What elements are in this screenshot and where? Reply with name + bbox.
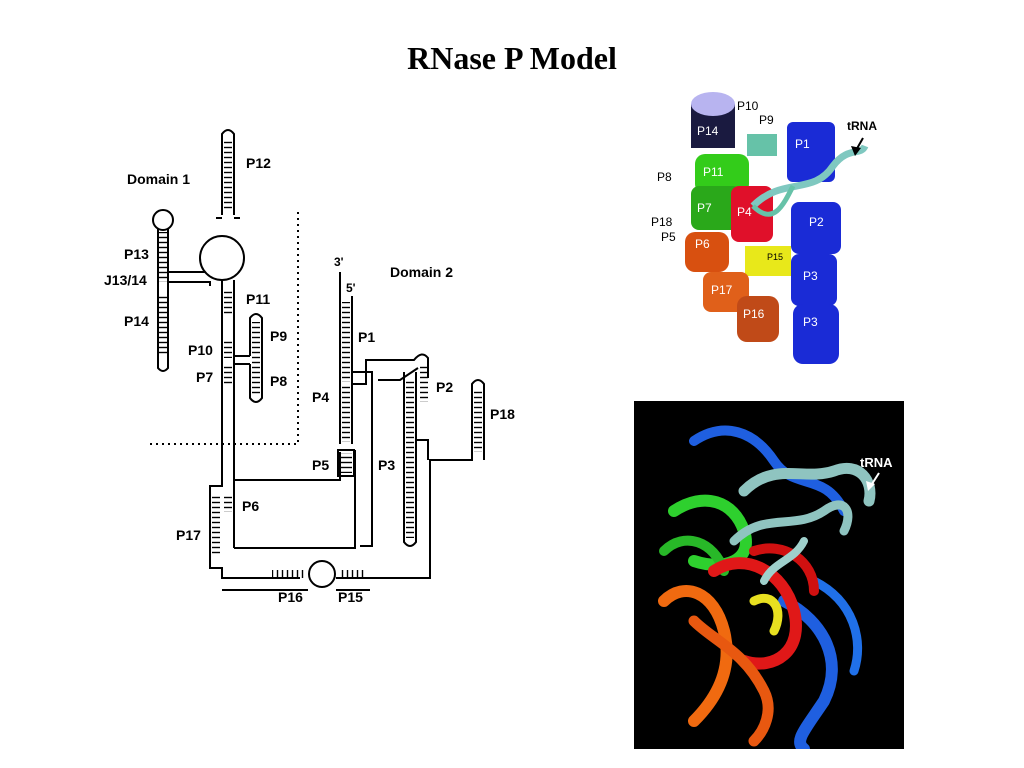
helix-p16-cylinder [737, 296, 779, 342]
helix-p3b-cylinder [793, 304, 839, 364]
cyl-label-p5: P5 [661, 230, 676, 244]
label-p15: P15 [338, 589, 363, 605]
label-p10: P10 [188, 342, 213, 358]
cyl-label-p18: P18 [651, 215, 673, 229]
label-p8: P8 [270, 373, 287, 389]
label-p4: P4 [312, 389, 329, 405]
cyl-label-p3a: P3 [803, 269, 818, 283]
helix-p15-cylinder [745, 246, 791, 276]
label-p17: P17 [176, 527, 201, 543]
helix-p17-cylinder [703, 272, 749, 312]
ribbon-label-trna: tRNA [860, 455, 893, 470]
label-domain2: Domain 2 [390, 264, 453, 280]
cyl-label-p4: P4 [737, 205, 752, 219]
helix-p11-cylinder [695, 154, 749, 194]
slide-title: RNase P Model [407, 40, 617, 76]
label-p14: P14 [124, 313, 149, 329]
label-p5: P5 [312, 457, 329, 473]
label-p7: P7 [196, 369, 213, 385]
cyl-label-p8: P8 [657, 170, 672, 184]
label-p6: P6 [242, 498, 259, 514]
label-p9: P9 [270, 328, 287, 344]
cyl-label-p1: P1 [795, 137, 810, 151]
label-p13: P13 [124, 246, 149, 262]
label-p11: P11 [246, 291, 270, 307]
cyl-label-p2: P2 [809, 215, 824, 229]
label-j13-14: J13/14 [104, 272, 147, 288]
helix-p2-cylinder [791, 202, 841, 254]
cyl-label-p6: P6 [695, 237, 710, 251]
domain-boundary [150, 212, 299, 445]
helix-p7-cylinder [691, 186, 741, 230]
ribbon-model-image: tRNA [634, 401, 904, 749]
cyl-label-p14: P14 [697, 124, 719, 138]
label-p16: P16 [278, 589, 303, 605]
cyl-label-p10: P10 [737, 99, 759, 113]
helix-p6-cylinder [685, 232, 729, 272]
cyl-label-p17: P17 [711, 283, 733, 297]
label-3-prime: 3' [334, 255, 344, 269]
cyl-label-p11: P11 [703, 165, 724, 179]
helix-p9-cylinder [747, 134, 777, 156]
label-p1: P1 [358, 329, 375, 345]
cyl-label-p9: P9 [759, 113, 774, 127]
label-p18: P18 [490, 406, 515, 422]
helix-p14-cylinder [691, 92, 735, 148]
label-p12: P12 [246, 155, 271, 171]
cyl-label-p7: P7 [697, 201, 712, 215]
label-domain1: Domain 1 [127, 171, 190, 187]
cylinder-model-image: P14 P10 P9 P1 tRNA P8 P11 P7 P4 P2 P18 P… [633, 86, 904, 369]
helix-p1-cylinder [787, 122, 835, 182]
cyl-label-p16: P16 [743, 307, 765, 321]
helix-p3a-cylinder [791, 254, 837, 306]
backbone-strands [152, 129, 485, 591]
label-p3: P3 [378, 457, 395, 473]
cyl-label-p15: P15 [767, 252, 783, 262]
label-5-prime: 5' [346, 281, 356, 295]
cyl-label-p3b: P3 [803, 315, 818, 329]
cyl-label-trna: tRNA [847, 119, 877, 133]
label-p2: P2 [436, 379, 453, 395]
